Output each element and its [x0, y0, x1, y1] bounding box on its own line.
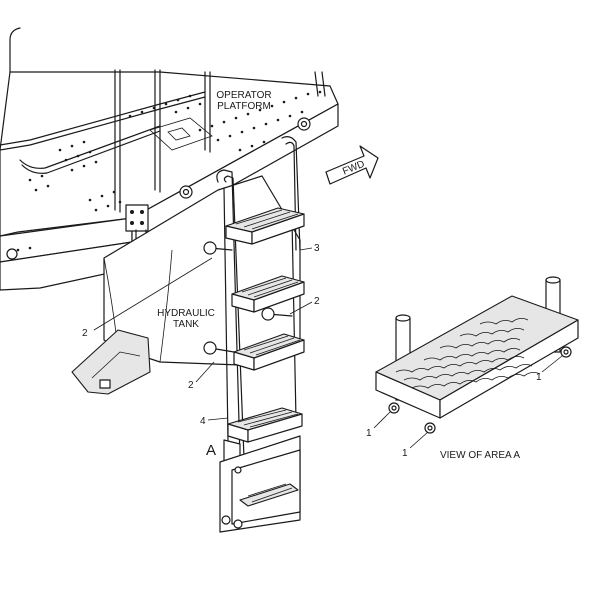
operator-platform-label-2: PLATFORM: [217, 101, 271, 112]
view-caption: VIEW OF AREA A: [440, 450, 520, 461]
callout-3: 3: [314, 243, 320, 254]
fwd-label: FWD: [341, 159, 366, 178]
detail-callout-1-bottom: 1: [402, 448, 408, 459]
hydraulic-tank-label-2: TANK: [173, 319, 199, 330]
hydraulic-tank-label-1: HYDRAULIC: [157, 308, 215, 319]
callout-2-right: 2: [314, 296, 320, 307]
callout-2-left: 2: [82, 328, 88, 339]
callout-2-bottom: 2: [188, 380, 194, 391]
operator-platform-label-1: OPERATOR: [216, 90, 271, 101]
detail-view-a: [375, 276, 579, 434]
callout-4: 4: [200, 416, 206, 427]
ladder-assembly: [203, 136, 305, 533]
fwd-arrow: FWD: [325, 145, 379, 185]
detail-callout-1-right: 1: [536, 372, 542, 383]
callouts: 3 2 2 2 4 1 1 1: [82, 243, 563, 459]
area-a-marker: A: [206, 442, 216, 459]
detail-callout-1-left: 1: [366, 428, 372, 439]
